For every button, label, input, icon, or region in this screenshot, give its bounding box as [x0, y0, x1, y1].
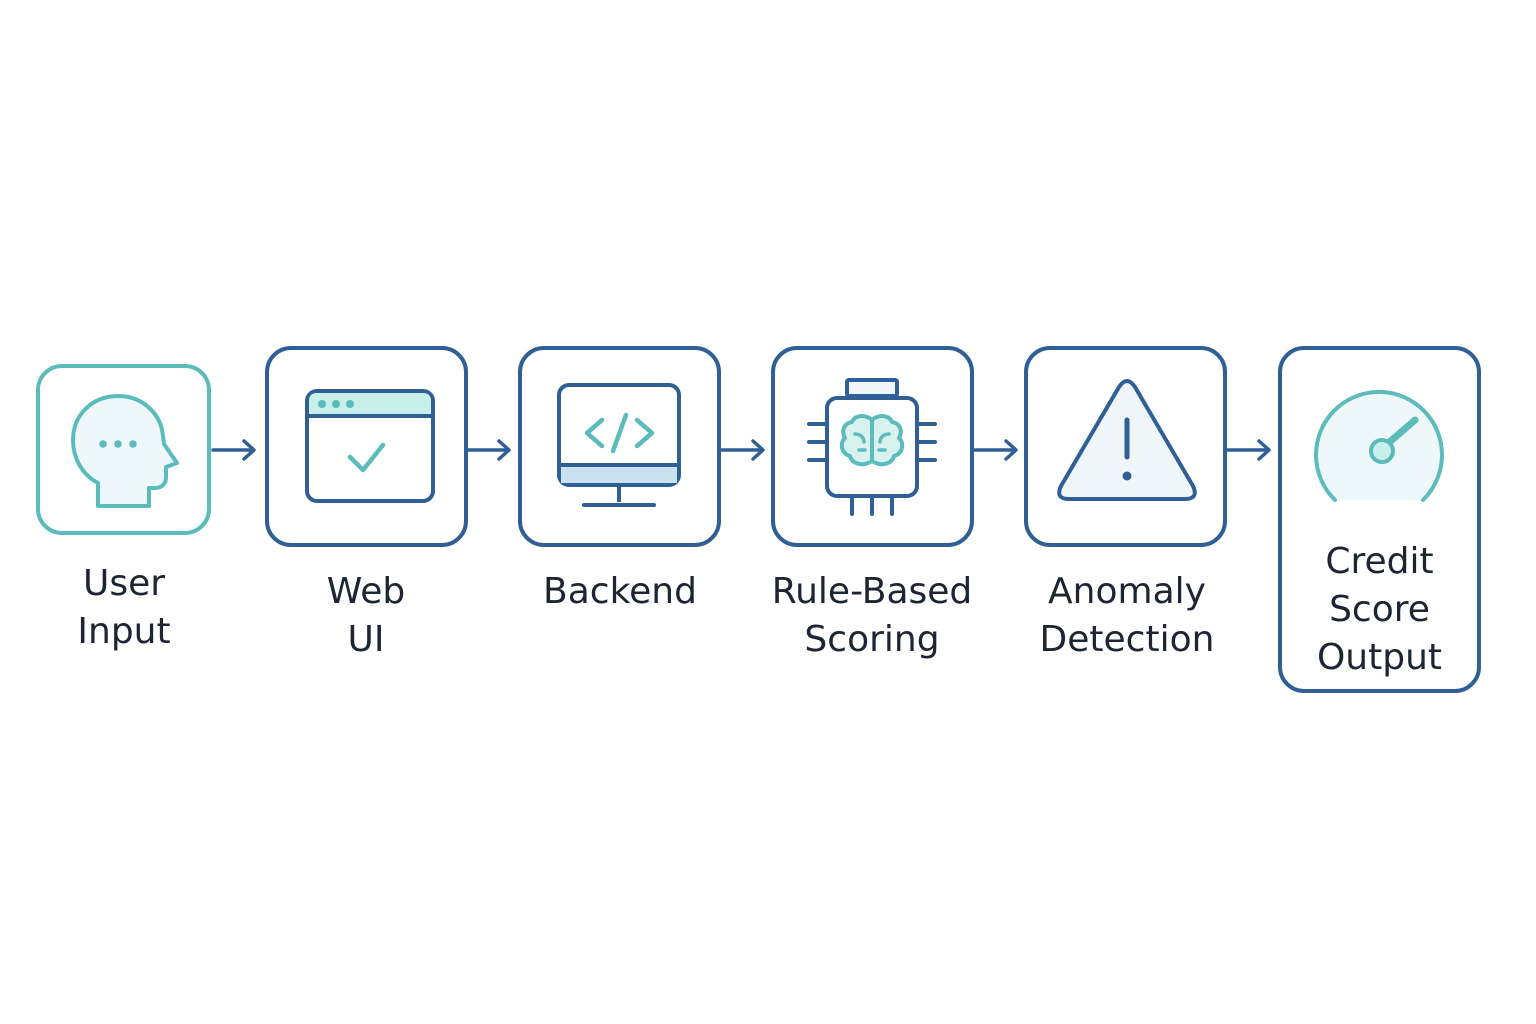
step-user-input — [36, 364, 211, 535]
step-label-anomaly-detection: Anomaly Detection — [1039, 571, 1215, 660]
step-backend — [518, 346, 721, 547]
step-credit-score-output: Credit Score Output — [1278, 346, 1481, 693]
step-label-user-input: User Input — [77, 563, 171, 652]
arrow-3 — [720, 439, 765, 461]
monitor-code-icon — [557, 383, 681, 507]
step-label-rule-based-scoring: Rule-Based Scoring — [771, 571, 973, 660]
arrow-1 — [211, 439, 256, 461]
arrow-2 — [466, 439, 511, 461]
browser-check-icon — [305, 389, 435, 503]
step-anomaly-detection — [1024, 346, 1227, 547]
gauge-icon — [1314, 389, 1444, 502]
step-rule-based-scoring — [771, 346, 974, 547]
step-label-backend: Backend — [543, 571, 697, 612]
chip-brain-icon — [807, 378, 937, 516]
arrow-5 — [1226, 439, 1271, 461]
step-label-web-ui: Web UI — [326, 571, 406, 660]
step-label-credit-score-output: Credit Score Output — [1316, 541, 1443, 678]
arrow-4 — [973, 439, 1018, 461]
warning-triangle-icon — [1057, 379, 1197, 501]
step-web-ui — [265, 346, 468, 547]
user-head-icon — [71, 394, 179, 508]
